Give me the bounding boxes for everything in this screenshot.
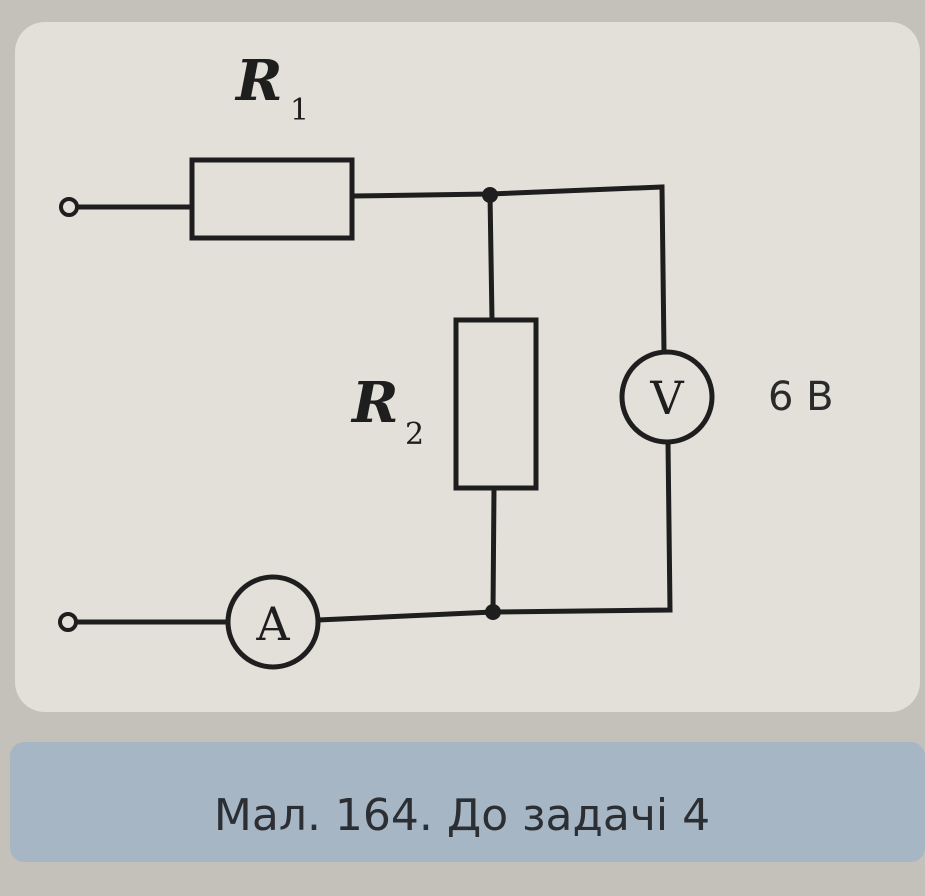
wires [76,184,673,625]
resistor-r2 [453,317,539,491]
figure-caption: Мал. 164. До задачі 4 [214,790,710,841]
r1-subscript: 1 [290,93,309,128]
terminal-top [59,197,79,217]
wire-voltmeter-bottom [492,441,673,615]
wire-ammeter-node [317,609,494,623]
resistor-r1 [189,157,355,241]
ammeter [225,574,321,670]
caption-band [10,742,925,862]
wire-top-right [351,184,667,353]
diagram-panel [15,22,920,712]
r2-label: R [350,370,399,436]
terminal-bottom [58,612,78,632]
voltmeter-reading: 6 В [768,374,834,420]
r1-label: R [234,48,283,114]
voltmeter-symbol: V [649,371,684,425]
r2-subscript: 2 [405,417,424,452]
wire-r2-node-bottom [490,487,497,613]
junction-top [482,187,498,203]
junction-bottom [485,604,501,620]
voltmeter [619,349,715,445]
ammeter-symbol: A [255,597,290,651]
wire-node-r2-top [487,193,495,321]
